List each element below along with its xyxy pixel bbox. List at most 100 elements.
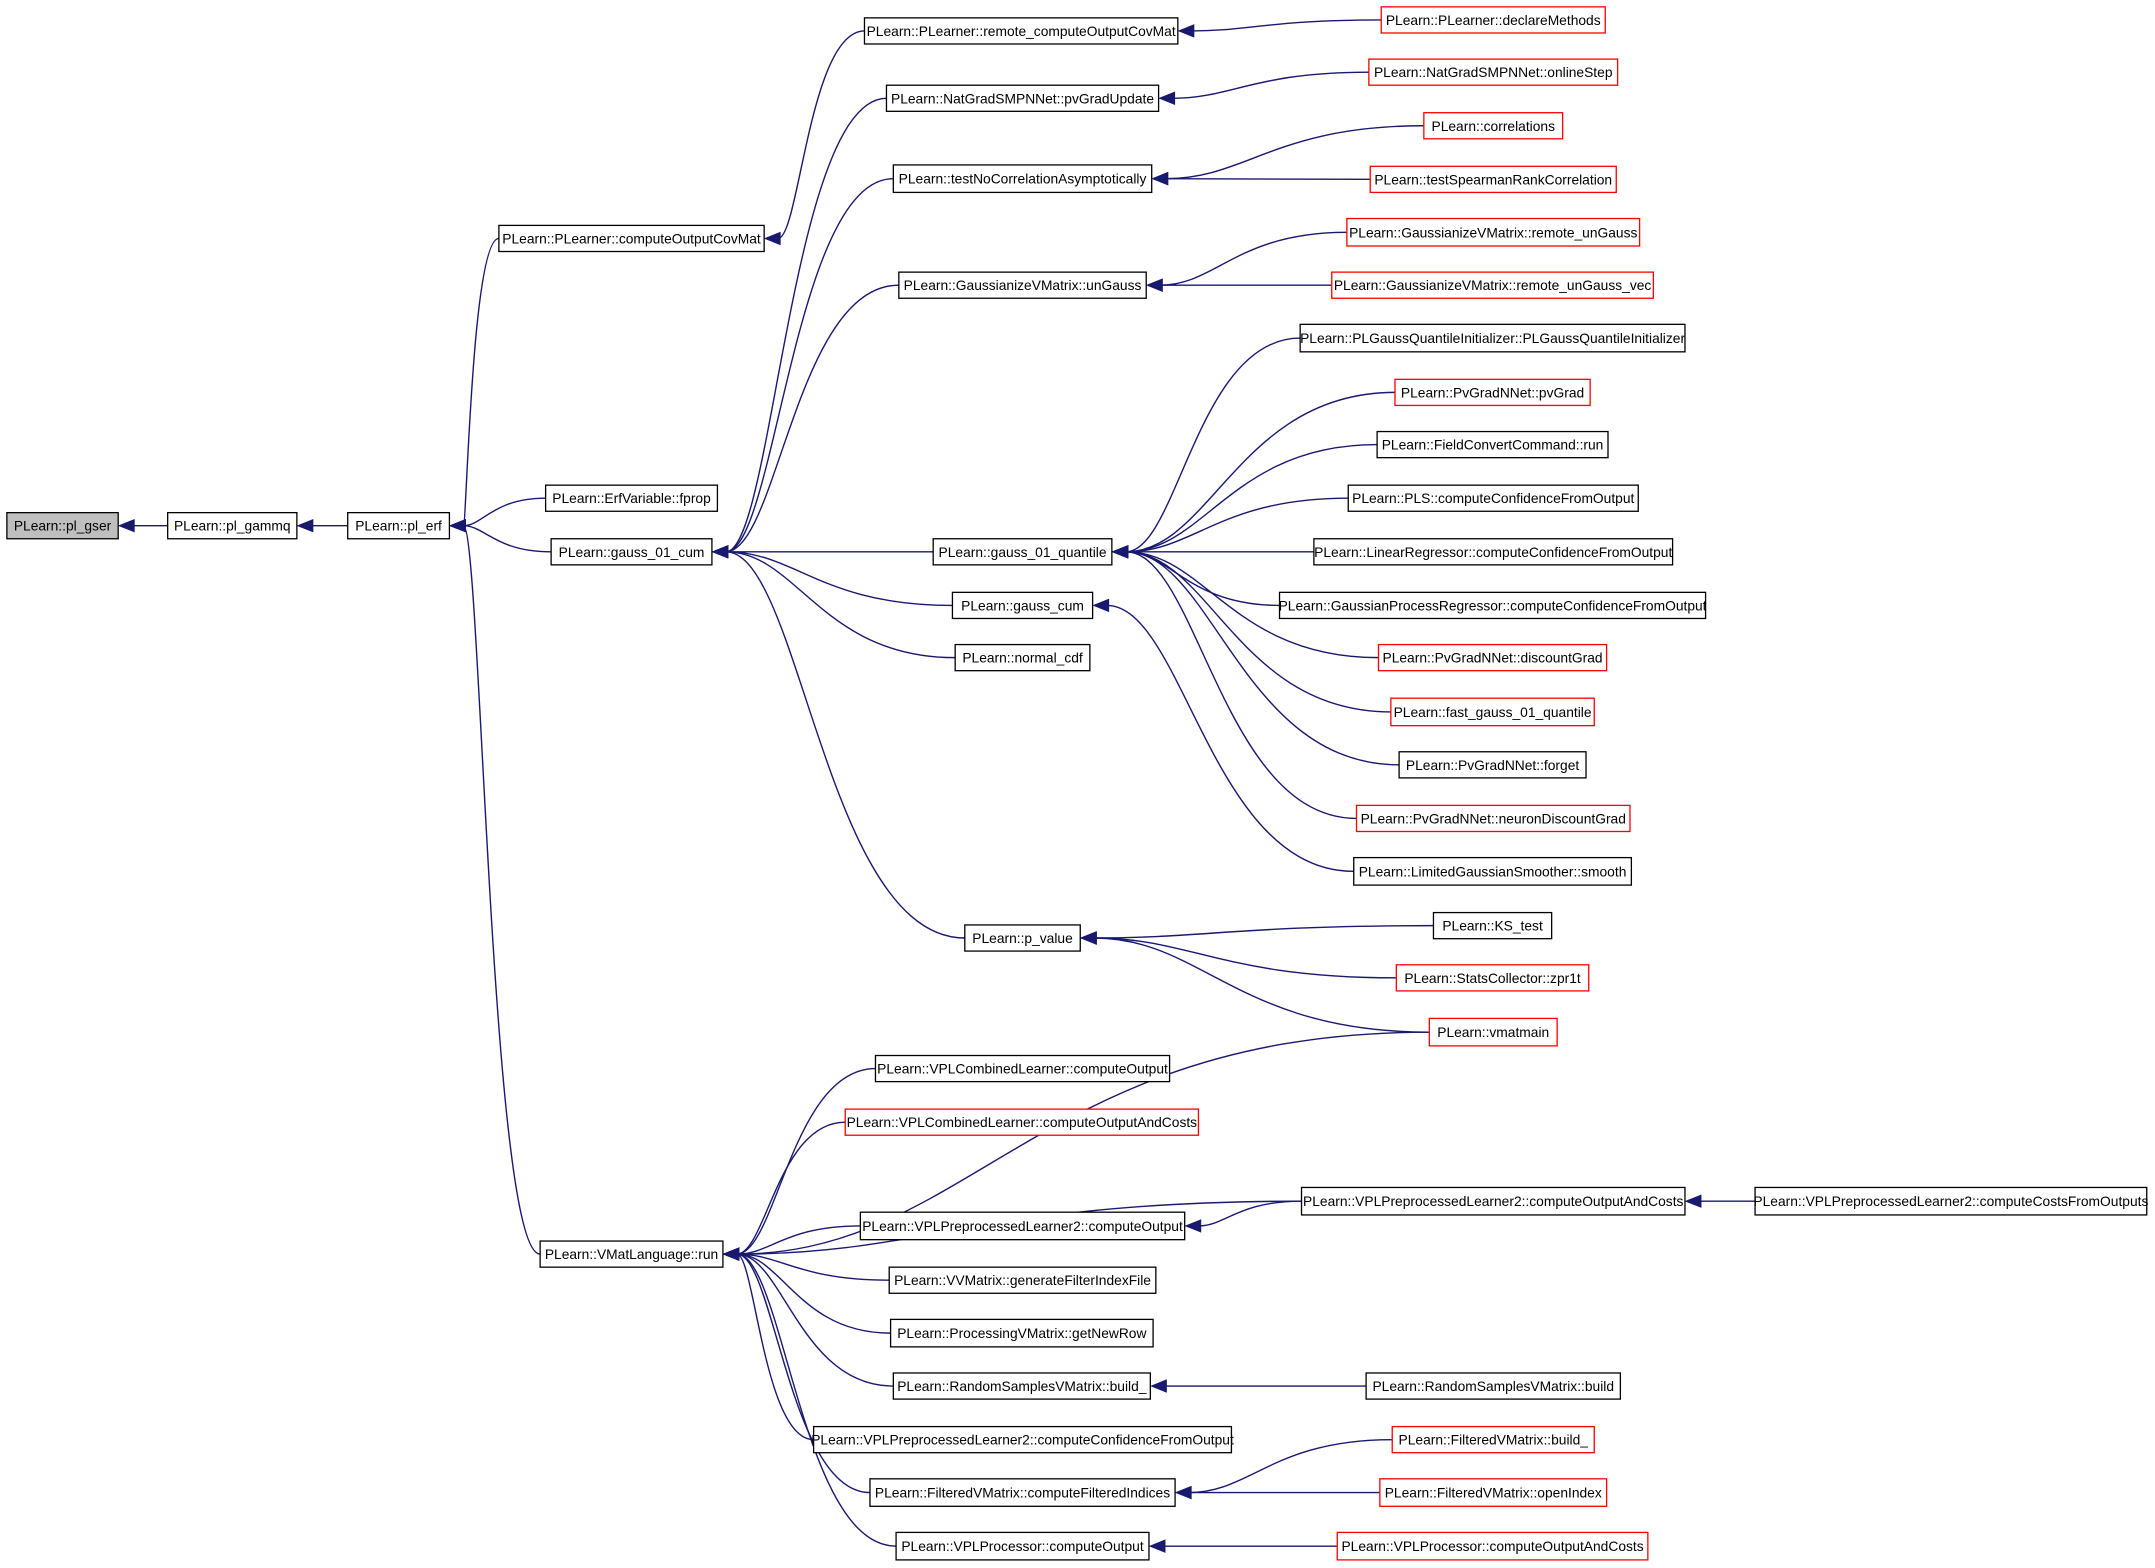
graph-node-pl_erf[interactable]: PLearn::pl_erf [347, 511, 451, 540]
graph-node-vplcl_co[interactable]: PLearn::VPLCombinedLearner::computeOutpu… [874, 1054, 1171, 1083]
node-box [964, 924, 1081, 952]
graph-node-vmatmain[interactable]: PLearn::vmatmain [1428, 1017, 1558, 1047]
call-edge [1172, 71, 1369, 99]
node-label: PLearn::pl_gammq [174, 519, 291, 534]
graph-node-normal_cdf[interactable]: PLearn::normal_cdf [954, 643, 1091, 672]
call-edge [736, 1031, 1430, 1255]
graph-node-forget[interactable]: PLearn::PvGradNNet::forget [1398, 751, 1587, 779]
graph-node-onlineStep[interactable]: PLearn::NatGradSMPNNet::onlineStep [1368, 58, 1619, 86]
edge-arrowhead [1177, 24, 1195, 38]
graph-node-plgauss_init[interactable]: PLearn::PLGaussQuantileInitializer::PLGa… [1299, 323, 1686, 353]
graph-node-fvm_build_[interactable]: PLearn::FilteredVMatrix::build_ [1391, 1425, 1595, 1454]
graph-node-remote_unGauss[interactable]: PLearn::GaussianizeVMatrix::remote_unGau… [1346, 217, 1641, 247]
node-box [885, 84, 1160, 112]
graph-node-testNoCorr[interactable]: PLearn::testNoCorrelationAsymptotically [892, 164, 1153, 194]
node-label: PLearn::RandomSamplesVMatrix::build_ [897, 1379, 1147, 1394]
graph-node-neuronDiscountGrad[interactable]: PLearn::PvGradNNet::neuronDiscountGrad [1355, 804, 1631, 833]
node-label: PLearn::VPLPreprocessedLearner2::compute… [1753, 1194, 2148, 1209]
graph-node-pvGradUpdate[interactable]: PLearn::NatGradSMPNNet::pvGradUpdate [885, 84, 1160, 112]
graph-node-fast_gauss[interactable]: PLearn::fast_gauss_01_quantile [1390, 697, 1595, 727]
node-box [1336, 1531, 1649, 1561]
edge-arrowhead [722, 1247, 740, 1261]
graph-node-declareMethods[interactable]: PLearn::PLearner::declareMethods [1380, 6, 1606, 34]
node-box [539, 1240, 724, 1268]
node-label: PLearn::ProcessingVMatrix::getNewRow [897, 1326, 1146, 1341]
edge-arrowhead [763, 231, 781, 246]
node-label: PLearn::ErfVariable::fprop [552, 491, 711, 506]
call-edge [725, 551, 965, 939]
graph-node-vplcl_coac[interactable]: PLearn::VPLCombinedLearner::computeOutpu… [844, 1108, 1200, 1136]
call-edge [725, 551, 956, 659]
graph-node-gauss_01_quantile[interactable]: PLearn::gauss_01_quantile [932, 538, 1113, 566]
graph-node-linreg_conf[interactable]: PLearn::LinearRegressor::computeConfiden… [1313, 538, 1674, 566]
node-box [863, 17, 1179, 45]
graph-node-unGauss[interactable]: PLearn::GaussianizeVMatrix::unGauss [898, 271, 1147, 299]
node-box [1432, 911, 1553, 940]
node-box [1313, 538, 1674, 566]
node-label: PLearn::PLS::computeConfidenceFromOutput [1352, 491, 1634, 506]
node-box [1365, 1372, 1622, 1400]
graph-node-vplpl2_co[interactable]: PLearn::VPLPreprocessedLearner2::compute… [859, 1211, 1186, 1241]
graph-node-pvGrad[interactable]: PLearn::PvGradNNet::pvGrad [1394, 378, 1591, 407]
node-box [1299, 323, 1686, 353]
graph-node-rsvm_build_[interactable]: PLearn::RandomSamplesVMatrix::build_ [892, 1372, 1151, 1400]
graph-node-pl_gammq[interactable]: PLearn::pl_gammq [167, 511, 298, 540]
graph-node-fprop[interactable]: PLearn::ErfVariable::fprop [544, 484, 719, 512]
graph-node-vplpl2_ccf[interactable]: PLearn::VPLPreprocessedLearner2::compute… [811, 1425, 1234, 1454]
call-edge [1125, 443, 1378, 553]
call-edge [1125, 497, 1349, 553]
graph-node-vvm_gen[interactable]: PLearn::VVMatrix::generateFilterIndexFil… [888, 1266, 1157, 1294]
graph-node-rsvm_build[interactable]: PLearn::RandomSamplesVMatrix::build [1365, 1372, 1622, 1400]
graph-node-gauss_01_cum[interactable]: PLearn::gauss_01_cum [550, 538, 713, 566]
graph-node-pl_gser[interactable]: PLearn::pl_gser [6, 511, 119, 540]
graph-node-proc_getnewrow[interactable]: PLearn::ProcessingVMatrix::getNewRow [889, 1318, 1154, 1348]
graph-node-vplproc_coac[interactable]: PLearn::VPLProcessor::computeOutputAndCo… [1336, 1531, 1649, 1561]
graph-node-fvm_openindex[interactable]: PLearn::FilteredVMatrix::openIndex [1379, 1478, 1608, 1507]
graph-node-vplpl2_ccfo[interactable]: PLearn::VPLPreprocessedLearner2::compute… [1753, 1186, 2148, 1216]
graph-node-zpr1t[interactable]: PLearn::StatsCollector::zpr1t [1395, 964, 1590, 992]
call-edge [463, 524, 552, 553]
node-box [1380, 6, 1606, 34]
edge-arrowhead [449, 518, 466, 533]
graph-node-vplpl2_coac[interactable]: PLearn::VPLPreprocessedLearner2::compute… [1300, 1186, 1686, 1216]
graph-node-discountGrad[interactable]: PLearn::PvGradNNet::discountGrad [1377, 643, 1608, 672]
graph-node-fvm_cfi[interactable]: PLearn::FilteredVMatrix::computeFiltered… [869, 1478, 1176, 1507]
graph-node-vmatlang_run[interactable]: PLearn::VMatLanguage::run [539, 1240, 724, 1268]
node-box [1355, 804, 1631, 833]
node-label: PLearn::gauss_cum [961, 598, 1084, 613]
edge-arrowhead [117, 518, 135, 533]
graph-node-p_value[interactable]: PLearn::p_value [964, 924, 1081, 952]
graph-node-ks_test[interactable]: PLearn::KS_test [1432, 911, 1553, 940]
call-edge [1160, 231, 1347, 286]
graph-node-computeOutputCovMat[interactable]: PLearn::PLearner::computeOutputCovMat [498, 224, 765, 253]
graph-node-gauss_cum[interactable]: PLearn::gauss_cum [951, 591, 1094, 620]
graph-node-fieldconvert_run[interactable]: PLearn::FieldConvertCommand::run [1376, 430, 1609, 459]
graph-node-gpr_conf[interactable]: PLearn::GaussianProcessRegressor::comput… [1279, 591, 1707, 620]
node-label: PLearn::p_value [972, 931, 1073, 946]
node-box [1369, 165, 1617, 194]
node-box [1346, 217, 1641, 247]
node-label: PLearn::LimitedGaussianSmoother::smooth [1359, 864, 1627, 879]
node-label: PLearn::vmatmain [1437, 1025, 1549, 1040]
node-label: PLearn::fast_gauss_01_quantile [1394, 705, 1592, 720]
call-edge [725, 551, 953, 607]
node-box [1368, 58, 1619, 86]
graph-node-smooth[interactable]: PLearn::LimitedGaussianSmoother::smooth [1353, 856, 1633, 886]
call-edge [1165, 177, 1371, 181]
graph-node-remote_computeOutputCovMat[interactable]: PLearn::PLearner::remote_computeOutputCo… [863, 17, 1179, 45]
graph-node-testSpearman[interactable]: PLearn::testSpearmanRankCorrelation [1369, 165, 1617, 194]
node-box [1347, 484, 1639, 512]
graph-node-vplproc_co[interactable]: PLearn::VPLProcessor::computeOutput [895, 1531, 1150, 1561]
call-edge [1094, 937, 1430, 1033]
graph-node-pls_conf[interactable]: PLearn::PLS::computeConfidenceFromOutput [1347, 484, 1639, 512]
node-box [888, 1266, 1157, 1294]
edges-layer [117, 19, 1756, 1553]
node-box [347, 511, 451, 540]
node-label: PLearn::gauss_01_cum [559, 545, 705, 560]
node-label: PLearn::PLearner::computeOutputCovMat [502, 231, 761, 246]
call-edge [1198, 1200, 1302, 1227]
graph-node-remote_unGauss_vec[interactable]: PLearn::GaussianizeVMatrix::remote_unGau… [1331, 271, 1655, 299]
node-label: PLearn::VPLCombinedLearner::computeOutpu… [847, 1115, 1198, 1130]
graph-node-correlations[interactable]: PLearn::correlations [1423, 112, 1564, 140]
node-label: PLearn::LinearRegressor::computeConfiden… [1314, 545, 1672, 560]
